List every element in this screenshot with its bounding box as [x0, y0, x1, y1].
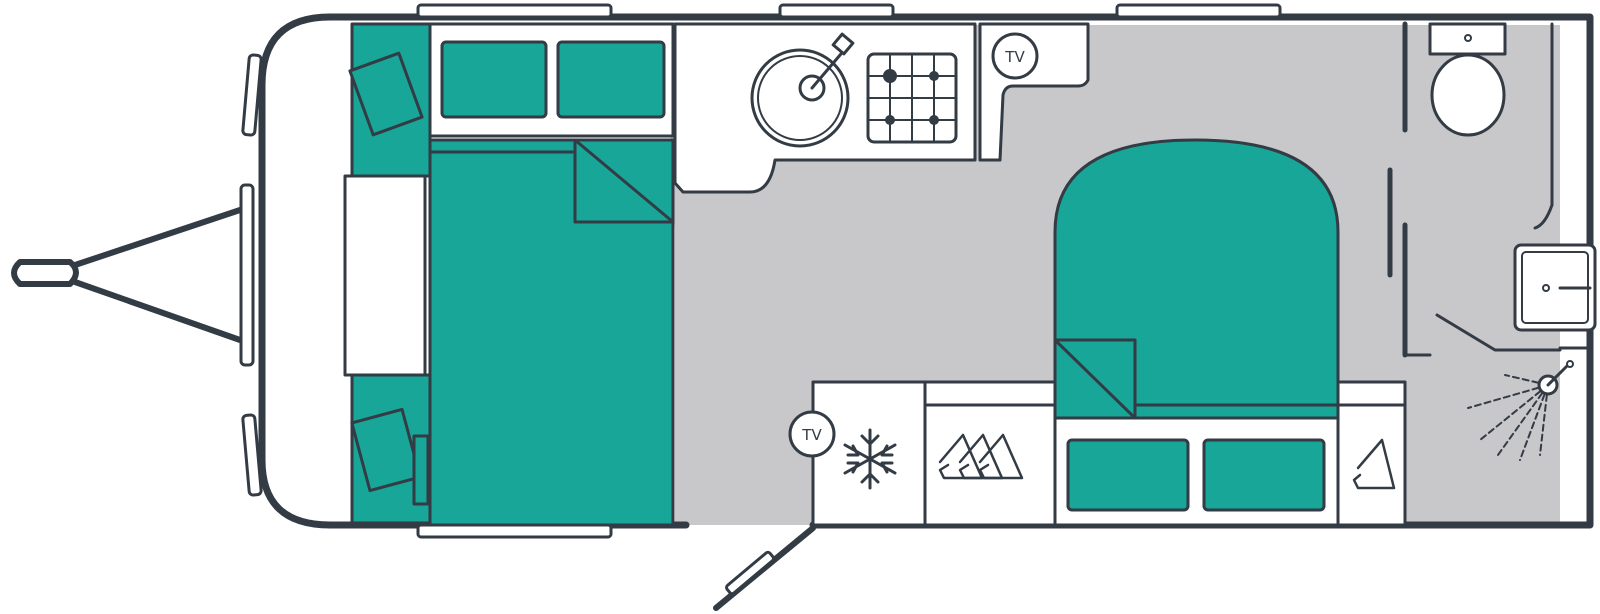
wardrobe-left [923, 380, 1057, 527]
caravan-body-outline [258, 13, 1594, 529]
pillow-right [556, 40, 666, 119]
cushion-corner-top [348, 51, 424, 137]
cushion-corner-bottom [350, 407, 422, 493]
cushion-side-bottom [412, 434, 430, 506]
tow-hitch [11, 207, 243, 343]
hob-icon [866, 52, 958, 144]
tv-icon: TV [788, 410, 836, 458]
duvet-fold [573, 138, 675, 224]
side-windows-top [416, 3, 1282, 19]
pillow-rear-left [1066, 438, 1190, 512]
rear-island-bed [1053, 138, 1340, 420]
sink-icon [750, 32, 855, 148]
bed-fold [1053, 338, 1137, 420]
fridge-unit: TV [788, 380, 927, 527]
shower-icon [1467, 360, 1574, 461]
front-windows [239, 53, 263, 497]
side-window-bottom [416, 523, 613, 539]
kitchen [673, 22, 977, 194]
coat-hanger-icon [1352, 438, 1396, 490]
entrance-door[interactable] [713, 525, 816, 611]
pillow-rear-right [1202, 438, 1326, 512]
front-bed [428, 22, 675, 527]
tv-label-top: TV [1004, 48, 1025, 66]
rear-bed-headboard [1053, 416, 1340, 527]
tv-icon: TV [991, 32, 1039, 80]
front-table [343, 174, 427, 377]
tv-label-bottom: TV [801, 426, 822, 444]
pillow-left [440, 40, 548, 119]
toilet-icon [1428, 22, 1507, 137]
wardrobe-right [1336, 380, 1407, 527]
washroom [1387, 21, 1597, 461]
fridge-snowflake-icon [843, 428, 897, 490]
front-lounge [343, 22, 432, 525]
washbasin [1513, 243, 1597, 332]
tv-unit-top: TV [978, 22, 1090, 162]
coat-hanger-icon [938, 433, 1024, 480]
